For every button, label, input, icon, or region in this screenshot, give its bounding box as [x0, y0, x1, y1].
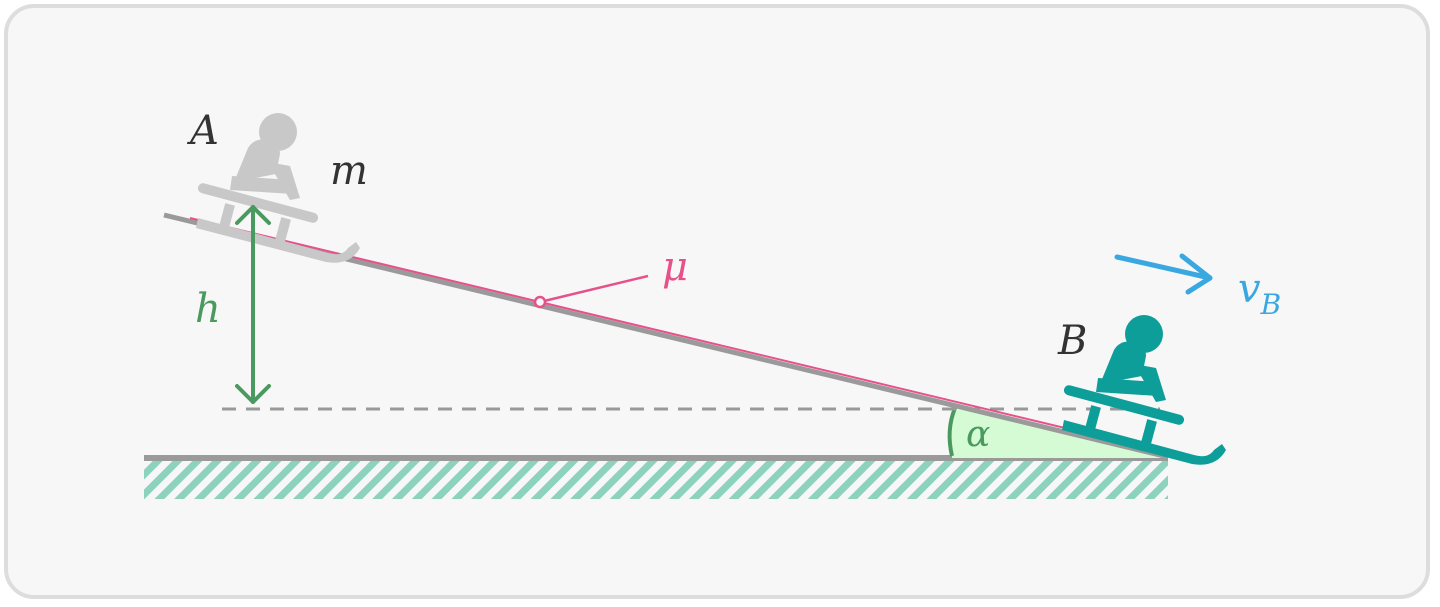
label-velocity-sub: B	[1260, 288, 1282, 321]
ground-hatch	[144, 459, 1168, 499]
diagram-card	[4, 4, 1430, 599]
label-point-a: A	[186, 108, 219, 154]
height-arrow	[235, 205, 271, 404]
label-point-b: B	[1057, 318, 1087, 364]
label-mass: m	[330, 148, 368, 194]
label-height: h	[195, 286, 221, 332]
velocity-arrow	[1114, 253, 1213, 295]
friction-pointer	[539, 274, 649, 304]
label-angle: α	[966, 414, 990, 455]
label-velocity: vB	[1238, 266, 1281, 321]
friction-pointer-dot	[533, 295, 547, 309]
label-friction: μ	[662, 244, 688, 290]
angle-arc	[947, 407, 957, 457]
label-velocity-main: v	[1238, 266, 1261, 312]
